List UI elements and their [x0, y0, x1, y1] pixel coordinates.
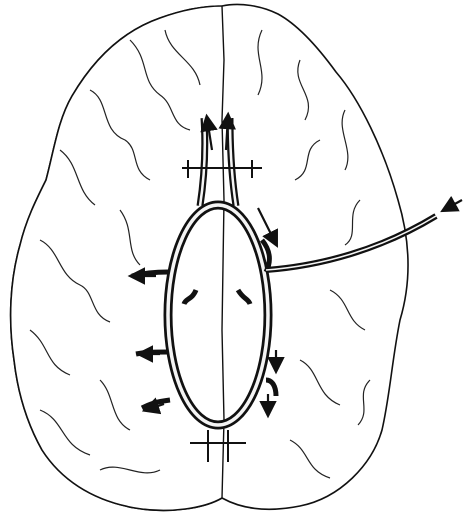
- arrow-icon: [444, 200, 462, 210]
